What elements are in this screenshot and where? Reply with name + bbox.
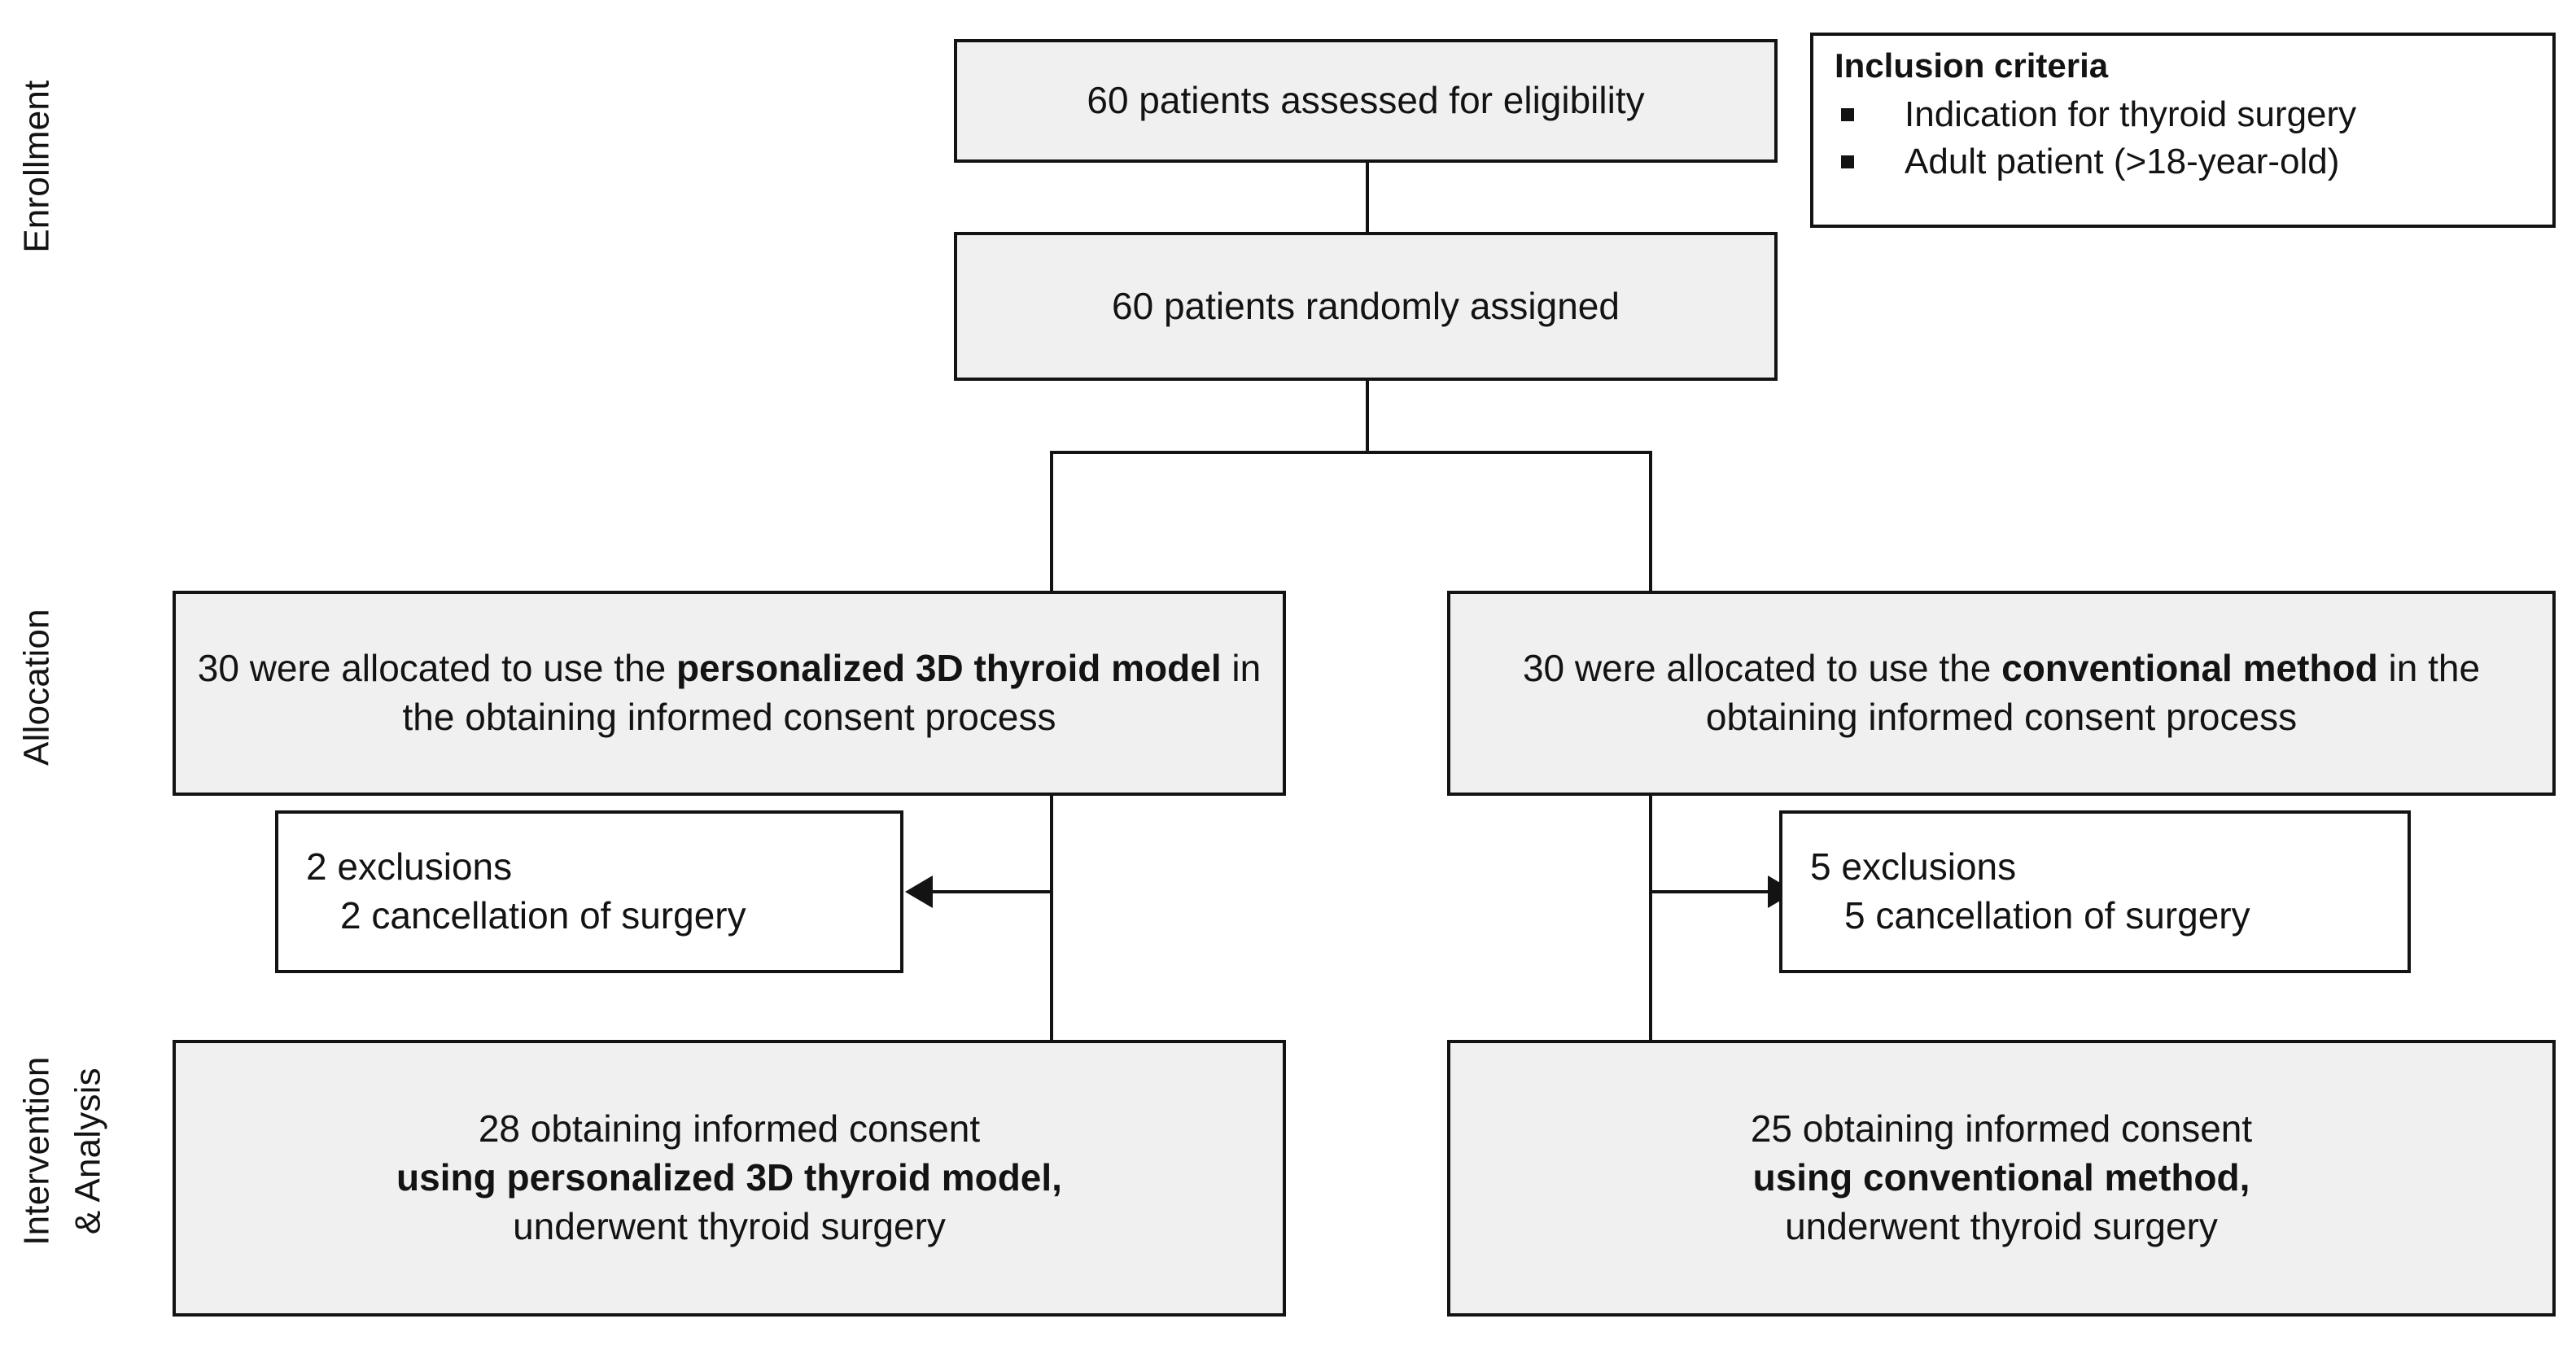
analysis-left-line3: underwent thyroid surgery xyxy=(513,1204,946,1247)
node-analysis-right-text: 25 obtaining informed consent using conv… xyxy=(1465,1105,2538,1251)
connector-randomized-stem xyxy=(1366,381,1369,452)
connector-split-bar xyxy=(1050,451,1652,454)
exclusions-left-line1: 2 exclusions xyxy=(306,845,513,889)
node-exclusions-left: 2 exclusions 2 cancellation of surgery xyxy=(275,810,903,973)
analysis-right-line2: using conventional method, xyxy=(1752,1156,2250,1199)
inclusion-criteria-list: Indication for thyroid surgery Adult pat… xyxy=(1835,92,2534,186)
inclusion-criteria-title: Inclusion criteria xyxy=(1835,46,2109,85)
exclusions-right-line2: 5 cancellation of surgery xyxy=(1844,894,2250,937)
square-bullet-icon xyxy=(1841,107,1854,121)
allocation-right-prefix: 30 were allocated to use the xyxy=(1522,647,2002,690)
exclusions-right-line1: 5 exclusions xyxy=(1810,845,2017,889)
node-analysis-left-text: 28 obtaining informed consent using pers… xyxy=(190,1105,1268,1251)
inclusion-criteria-item-text: Adult patient (>18-year-old) xyxy=(1905,141,2340,181)
connector-exclusions-right-arrow-shaft xyxy=(1649,890,1768,893)
node-exclusions-left-text: 2 exclusions 2 cancellation of surgery xyxy=(306,843,886,941)
connector-split-to-allocation-left xyxy=(1050,451,1053,591)
inclusion-criteria-item: Adult patient (>18-year-old) xyxy=(1835,139,2534,185)
allocation-right-suffix: in the obtaining informed consent proces… xyxy=(1705,647,2481,738)
analysis-left-line1: 28 obtaining informed consent xyxy=(478,1107,981,1151)
node-exclusions-right-text: 5 exclusions 5 cancellation of surgery xyxy=(1810,843,2393,941)
connector-allocation-right-to-analysis-right xyxy=(1649,796,1652,1040)
stage-label-intervention: Intervention xyxy=(16,1056,57,1246)
connector-exclusions-left-arrow-shaft xyxy=(933,890,1052,893)
node-randomly-assigned: 60 patients randomly assigned xyxy=(954,232,1778,381)
connector-assessed-to-randomized xyxy=(1366,163,1369,234)
allocation-right-emphasis: conventional method xyxy=(2001,647,2378,690)
inclusion-criteria-box: Inclusion criteria Indication for thyroi… xyxy=(1810,33,2556,228)
node-allocation-right-text: 30 were allocated to use the conventiona… xyxy=(1465,644,2538,742)
node-exclusions-right: 5 exclusions 5 cancellation of surgery xyxy=(1779,810,2411,973)
stage-label-enrollment: Enrollment xyxy=(16,80,57,253)
square-bullet-icon xyxy=(1841,155,1854,168)
analysis-right-line3: underwent thyroid surgery xyxy=(1785,1204,2218,1247)
allocation-left-prefix: 30 were allocated to use the xyxy=(197,647,676,690)
node-randomized-text: 60 patients randomly assigned xyxy=(1112,284,1620,327)
node-analysis-left: 28 obtaining informed consent using pers… xyxy=(173,1040,1286,1317)
stage-label-analysis: & Analysis xyxy=(68,1068,108,1235)
node-allocation-left-text: 30 were allocated to use the personalize… xyxy=(190,644,1268,742)
stage-label-allocation: Allocation xyxy=(16,609,57,766)
node-allocation-left: 30 were allocated to use the personalize… xyxy=(173,591,1286,796)
connector-allocation-left-to-analysis-left xyxy=(1050,796,1053,1040)
inclusion-criteria-item-text: Indication for thyroid surgery xyxy=(1905,94,2357,134)
allocation-left-suffix: in the obtaining informed consent proces… xyxy=(402,647,1262,738)
connector-split-to-allocation-right xyxy=(1649,451,1652,591)
analysis-right-line1: 25 obtaining informed consent xyxy=(1750,1107,2253,1151)
exclusions-left-line2: 2 cancellation of surgery xyxy=(340,894,746,937)
node-analysis-right: 25 obtaining informed consent using conv… xyxy=(1447,1040,2556,1317)
inclusion-criteria-item: Indication for thyroid surgery xyxy=(1835,92,2534,138)
analysis-left-line2: using personalized 3D thyroid model, xyxy=(396,1156,1062,1199)
arrow-head-left-icon xyxy=(905,876,933,908)
node-assessed-text: 60 patients assessed for eligibility xyxy=(1087,79,1645,122)
node-assessed-for-eligibility: 60 patients assessed for eligibility xyxy=(954,39,1778,163)
allocation-left-emphasis: personalized 3D thyroid model xyxy=(676,647,1222,690)
node-allocation-right: 30 were allocated to use the conventiona… xyxy=(1447,591,2556,796)
